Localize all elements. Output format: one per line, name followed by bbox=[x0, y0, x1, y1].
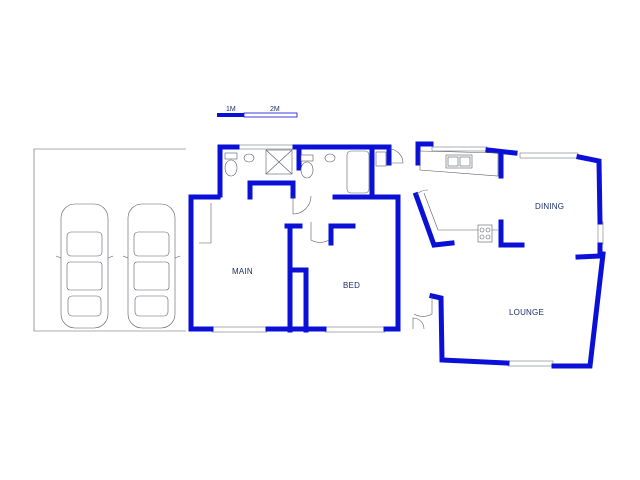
kitchen-counters bbox=[419, 150, 499, 243]
basin-icon bbox=[324, 153, 336, 163]
room-label-lounge: LOUNGE bbox=[509, 308, 544, 317]
room-label-main: MAIN bbox=[232, 267, 253, 276]
room-label-bed: BED bbox=[343, 281, 360, 290]
car-icon bbox=[122, 203, 181, 329]
basin-icon bbox=[375, 151, 387, 167]
bathroom-fixtures bbox=[224, 149, 387, 194]
doors bbox=[199, 148, 433, 330]
carport-outline bbox=[33, 148, 186, 332]
windows bbox=[211, 144, 604, 367]
scale-label-2m: 2M bbox=[270, 106, 280, 113]
stove-icon bbox=[477, 224, 493, 243]
bathtub-icon bbox=[346, 150, 370, 194]
car-icon bbox=[55, 203, 114, 329]
scale-label-1m: 1M bbox=[226, 106, 236, 113]
toilet-icon bbox=[224, 159, 238, 177]
basin-icon bbox=[243, 153, 255, 163]
walls bbox=[188, 141, 606, 369]
room-label-dining: DINING bbox=[535, 202, 564, 211]
toilet-icon bbox=[300, 161, 314, 179]
scale-bar: 1M 2M bbox=[217, 106, 298, 118]
